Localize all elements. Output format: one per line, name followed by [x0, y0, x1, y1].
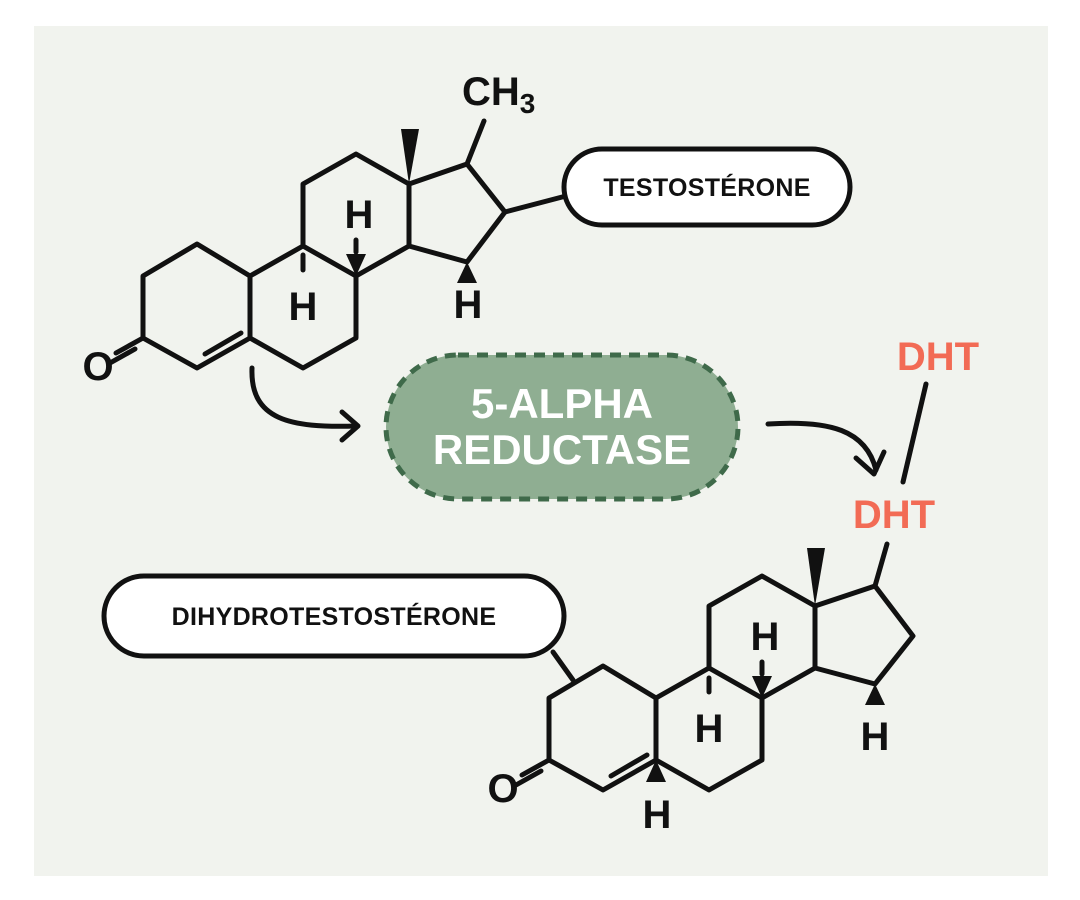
hydrogen-atom-label: H	[289, 285, 318, 329]
arrow-to-product	[765, 420, 879, 473]
hydrogen-atom-label: H	[643, 793, 672, 837]
hydrogen-atom-label: H	[454, 283, 483, 327]
testosterone-label-text: TESTOSTÉRONE	[603, 173, 810, 202]
dht-label-bottom: DHT	[853, 493, 935, 537]
h-wedge-c14	[457, 262, 477, 283]
oxygen-atom-label: O	[82, 345, 113, 389]
dihydrotestosterone-label-text: DIHYDROTESTOSTÉRONE	[172, 602, 497, 631]
methyl-wedge	[807, 548, 825, 606]
dihydrotestosterone-label: DIHYDROTESTOSTÉRONE	[101, 573, 567, 659]
h-wedge-c5	[646, 760, 666, 782]
h-wedge-c8	[346, 254, 366, 276]
enzyme-label-line1: 5-ALPHA	[471, 380, 653, 427]
dihydrotestosterone-structure	[513, 541, 916, 793]
enzyme-node: 5-ALPHA REDUCTASE	[383, 352, 741, 502]
enzyme-label-line2: REDUCTASE	[433, 426, 691, 473]
dht-label-top: DHT	[897, 335, 979, 379]
arrow-head-icon	[339, 409, 361, 443]
hydrogen-atom-label: H	[751, 615, 780, 659]
arrow-to-enzyme	[249, 365, 359, 429]
dht-connector	[900, 381, 929, 485]
h-wedge-c14	[865, 684, 885, 705]
methyl-wedge	[401, 129, 419, 184]
hydrogen-atom-label: H	[695, 707, 724, 751]
hydrogen-atom-label: H	[345, 193, 374, 237]
testosterone-structure	[107, 118, 569, 371]
testosterone-label: TESTOSTÉRONE	[561, 146, 853, 228]
methyl-group-label: CH3	[462, 70, 535, 119]
h-wedge-c8	[752, 676, 772, 698]
hydrogen-atom-label: H	[861, 715, 890, 759]
arrow-head-icon	[853, 449, 887, 477]
oxygen-atom-label: O	[487, 767, 518, 811]
